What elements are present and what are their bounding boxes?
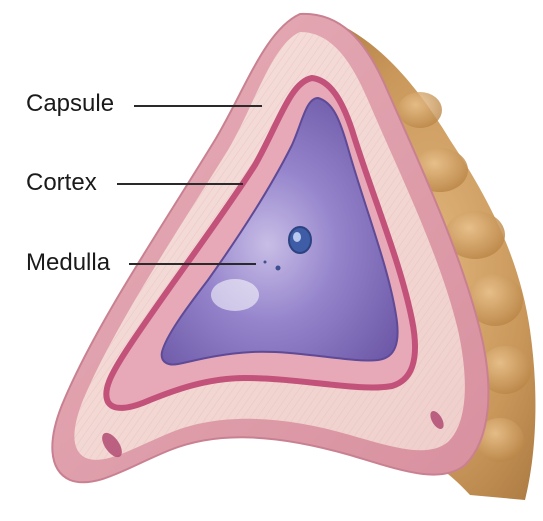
medulla-highlight — [211, 279, 259, 311]
capsule-label: Capsule — [26, 92, 114, 116]
cortex-label: Cortex — [26, 171, 97, 195]
small-vessel — [276, 266, 281, 271]
small-vessel — [264, 261, 267, 264]
medulla-label: Medulla — [26, 251, 110, 275]
